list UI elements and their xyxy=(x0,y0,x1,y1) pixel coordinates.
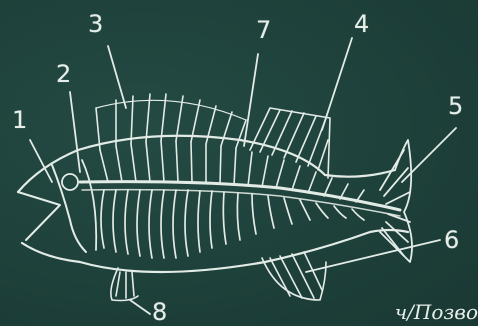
label-6: 6 xyxy=(444,228,459,252)
label-7: 7 xyxy=(256,18,271,42)
vertebral-column xyxy=(80,182,400,210)
pointer-lines xyxy=(30,38,456,314)
label-2: 2 xyxy=(56,62,71,86)
mouth xyxy=(18,192,60,240)
anal-fin xyxy=(262,252,326,300)
gill-cover xyxy=(82,160,96,250)
caudal-fin xyxy=(380,140,412,262)
label-1: 1 xyxy=(12,108,27,132)
label-5: 5 xyxy=(448,94,463,118)
dorsal-fin-rear xyxy=(250,108,330,178)
vertebral-column-lower xyxy=(82,190,400,216)
label-8: 8 xyxy=(152,300,167,324)
label-3: 3 xyxy=(88,12,103,36)
eye-socket xyxy=(62,174,78,190)
label-4: 4 xyxy=(354,12,369,36)
caption: ч/Позво xyxy=(395,300,478,324)
pelvic-fin xyxy=(111,268,138,301)
body-outline-lower xyxy=(22,230,408,272)
